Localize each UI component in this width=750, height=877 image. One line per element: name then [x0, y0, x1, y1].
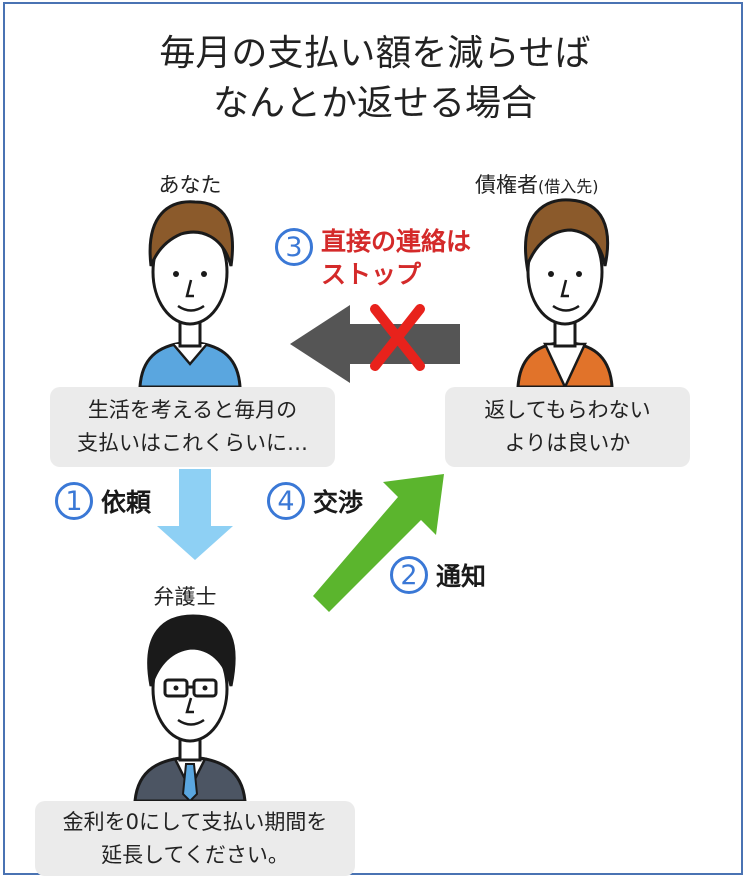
step-4: 4 交渉 [267, 482, 363, 520]
lawyer-person-icon [133, 614, 247, 803]
creditor-speech-bubble: 返してもらわない よりは良いか [445, 387, 690, 467]
you-label: あなた [158, 173, 222, 197]
you-speech-text: 生活を考えると毎月の 支払いはこれくらいに… [77, 398, 308, 455]
title-line-1: 毎月の支払い額を減らせば [159, 33, 591, 74]
creditor-person-icon [516, 198, 614, 390]
you-speech-bubble: 生活を考えると毎月の 支払いはこれくらいに… [50, 387, 335, 467]
step-1-label: 依頼 [101, 488, 152, 517]
step-3-number: 3 [275, 228, 313, 266]
diagram-illustration [133, 198, 614, 803]
step-3-label: 直接の連絡は ストップ [321, 227, 472, 289]
lawyer-label: 弁護士 [153, 585, 217, 609]
step-1-number: 1 [55, 482, 93, 520]
cross-icon [370, 304, 425, 371]
step-2-label: 通知 [436, 562, 487, 591]
step-4-number: 4 [267, 482, 305, 520]
creditor-label-sub: (借入先) [538, 177, 599, 196]
step-3: 3 直接の連絡は ストップ [275, 226, 471, 291]
step-2-number: 2 [390, 556, 428, 594]
step-1: 1 依頼 [55, 482, 151, 520]
arrow-green-diagonal [313, 474, 444, 612]
lawyer-speech-text: 金利を0にして支払い期間を 延長してください。 [62, 809, 328, 867]
creditor-label-group: 債権者(借入先) [475, 169, 695, 199]
diagram-frame: 毎月の支払い額を減らせば なんとか返せる場合 あなた 債権者(借入先) 弁護士 [3, 2, 743, 876]
lawyer-speech-bubble: 金利を0にして支払い期間を 延長してください。 [35, 801, 355, 876]
arrow-light-blue-down [157, 469, 233, 560]
title-line-2: なんとか返せる場合 [212, 83, 537, 124]
creditor-speech-text: 返してもらわない よりは良いか [484, 398, 651, 455]
step-4-label: 交渉 [313, 488, 364, 517]
step-2: 2 通知 [390, 556, 486, 594]
creditor-label: 債権者 [475, 173, 538, 197]
you-person-icon [138, 200, 242, 389]
